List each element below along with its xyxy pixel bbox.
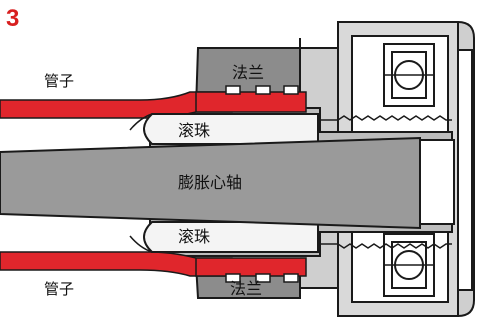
- roller-top: [129, 113, 319, 145]
- roller-bottom: [129, 221, 319, 253]
- step-number: 3: [6, 5, 19, 32]
- label-tube-bottom: 管子: [44, 280, 74, 298]
- label-roller-bottom: 滚珠: [178, 227, 210, 246]
- label-roller-top: 滚珠: [178, 121, 210, 140]
- tube-top: [0, 85, 307, 119]
- label-tube-top: 管子: [44, 72, 74, 90]
- tube-bottom: [0, 251, 307, 283]
- label-flange-bottom: 法兰: [230, 279, 262, 298]
- bearing-bottom: [383, 233, 435, 297]
- bearing-top: [383, 43, 435, 107]
- label-flange-top: 法兰: [232, 63, 264, 82]
- label-mandrel: 膨胀心轴: [178, 173, 242, 192]
- mandrel: [0, 136, 421, 230]
